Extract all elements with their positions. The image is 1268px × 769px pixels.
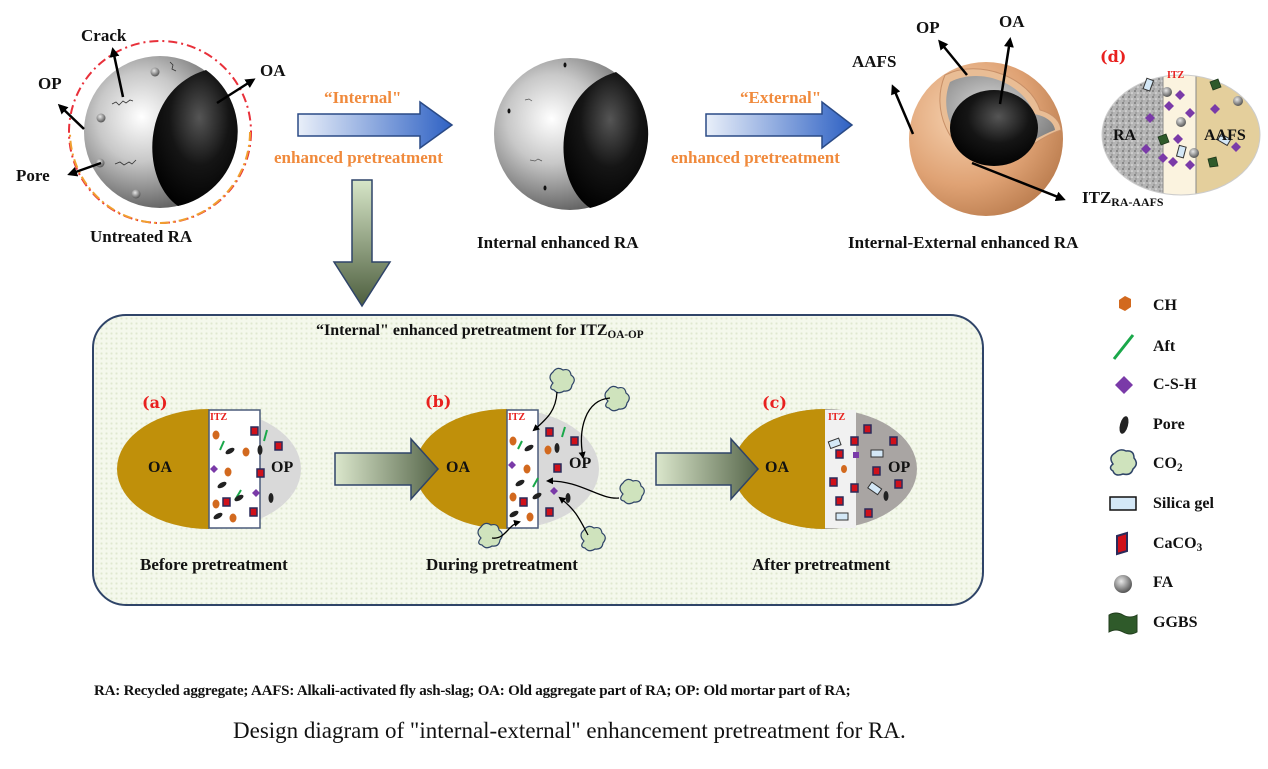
- pore-arrow: [67, 161, 102, 177]
- legend-label: CH: [1153, 297, 1177, 314]
- itz-text: ITZ: [1082, 188, 1112, 207]
- stage-b-drawing: [415, 409, 599, 529]
- stage-a-op: OP: [271, 459, 294, 476]
- legend-label-main: CO: [1153, 454, 1177, 472]
- untreated-ra-sphere: [57, 40, 256, 225]
- stage-arrow-a-b: [334, 437, 440, 501]
- internal-arrow: [297, 100, 454, 150]
- op-arrow: [57, 103, 85, 130]
- panel-title-subscript: OA-OP: [607, 328, 644, 341]
- stage-a-particles: [210, 426, 283, 523]
- csh-particles: [1141, 90, 1241, 170]
- co2-clouds: [477, 367, 645, 552]
- external-arrow: [705, 100, 854, 150]
- crack-line: [114, 159, 137, 166]
- crack-line: [111, 99, 134, 106]
- fa-icon: [1114, 575, 1132, 593]
- label-op-ie: OP: [916, 18, 940, 37]
- legend-label: CO2: [1153, 455, 1183, 474]
- tag-a: (a): [142, 393, 168, 412]
- aafs-arrow: [891, 84, 915, 135]
- caption-after-pretreatment: After pretreatment: [752, 555, 891, 574]
- legend-label: Silica gel: [1153, 495, 1214, 512]
- aft-icon: [1112, 334, 1135, 360]
- legend-icons: [1108, 296, 1138, 635]
- figure-caption: Design diagram of "internal-external" en…: [233, 718, 906, 743]
- label-op: OP: [38, 74, 62, 93]
- ch-icon: [1119, 296, 1131, 311]
- oa-arrow: [216, 78, 256, 105]
- label-oa: OA: [260, 61, 286, 80]
- pore-dot: [131, 189, 141, 199]
- caco3-icon: [1116, 531, 1128, 556]
- internal-external-ra-sphere: [891, 37, 1066, 216]
- detail-d-itz: ITZ: [1167, 70, 1185, 81]
- legend-label-sub: 3: [1196, 541, 1203, 554]
- tag-b: (b): [425, 392, 452, 411]
- stage-arrow-b-c: [655, 437, 760, 501]
- stage-c-itz: ITZ: [828, 412, 846, 423]
- co2-icon: [1109, 449, 1137, 476]
- oa-core: [152, 70, 238, 206]
- legend-label: GGBS: [1153, 614, 1198, 631]
- pore-icon: [1119, 416, 1129, 434]
- stage-b-oa: OA: [446, 459, 470, 476]
- caption-internal-external-ra: Internal-External enhanced RA: [848, 233, 1079, 252]
- caption-before-pretreatment: Before pretreatment: [140, 555, 288, 574]
- crack-arrow: [109, 47, 125, 98]
- legend-label: Aft: [1153, 338, 1176, 355]
- stage-c-particles: [827, 424, 903, 521]
- abbreviations-note: RA: Recycled aggregate; AAFS: Alkali-act…: [94, 683, 851, 699]
- caption-untreated-ra: Untreated RA: [90, 227, 193, 246]
- stage-a-oa: OA: [148, 459, 172, 476]
- op-arrow: [938, 39, 968, 76]
- stage-a-itz: ITZ: [210, 412, 228, 423]
- caption-during-pretreatment: During pretreatment: [426, 555, 578, 574]
- ggbs-particles: [1157, 78, 1222, 168]
- oa-arrow: [998, 37, 1014, 105]
- legend-label-sub: 2: [1177, 461, 1183, 474]
- label-pore: Pore: [16, 166, 50, 185]
- label-itz-ra-aafs: ITZRA-AAFS: [1082, 188, 1163, 210]
- csh-icon: [1115, 376, 1133, 394]
- stage-c-op: OP: [888, 459, 911, 476]
- stage-b-itz: ITZ: [508, 412, 526, 423]
- fa-particles: [1162, 87, 1243, 158]
- label-aafs: AAFS: [852, 52, 897, 71]
- pore-dot: [96, 113, 106, 123]
- legend-label: CaCO3: [1153, 535, 1202, 554]
- co2-flow-arrows: [491, 391, 620, 539]
- itz-arrow: [971, 161, 1066, 202]
- ggbs-icon: [1108, 612, 1138, 635]
- silica-gel-icon: [1109, 496, 1137, 511]
- internal-arrow-sublabel: enhanced pretreatment: [274, 148, 443, 167]
- legend-label: C-S-H: [1153, 376, 1197, 393]
- legend-label-main: CaCO: [1153, 534, 1197, 552]
- external-arrow-label: “External": [740, 88, 822, 107]
- stage-c-drawing: [733, 409, 917, 529]
- legend-label: Pore: [1153, 416, 1185, 433]
- label-oa-ie: OA: [999, 12, 1025, 31]
- internal-enhanced-ra-sphere: [494, 58, 649, 210]
- panel-title: “Internal" enhanced pretreatment for ITZ…: [316, 322, 644, 341]
- itz-subscript: RA-AAFS: [1111, 194, 1164, 209]
- detail-d-ra: RA: [1113, 127, 1137, 144]
- stage-b-particles: [508, 426, 579, 522]
- internal-arrow-label: “Internal": [324, 88, 402, 107]
- detail-d-aafs: AAFS: [1204, 127, 1246, 144]
- stage-b-op: OP: [569, 455, 592, 472]
- down-arrow: [332, 179, 392, 308]
- legend-label: FA: [1153, 574, 1174, 591]
- stage-c-oa: OA: [765, 459, 789, 476]
- tag-c: (c): [762, 393, 787, 412]
- silica-gel-particles: [1142, 77, 1232, 159]
- external-arrow-sublabel: enhanced pretreatment: [671, 148, 840, 167]
- tag-d: (d): [1100, 47, 1127, 66]
- pore-dot: [150, 67, 160, 77]
- caption-internal-enhanced-ra: Internal enhanced RA: [477, 233, 639, 252]
- label-crack: Crack: [81, 26, 127, 45]
- panel-title-main: “Internal" enhanced pretreatment for ITZ: [316, 322, 608, 339]
